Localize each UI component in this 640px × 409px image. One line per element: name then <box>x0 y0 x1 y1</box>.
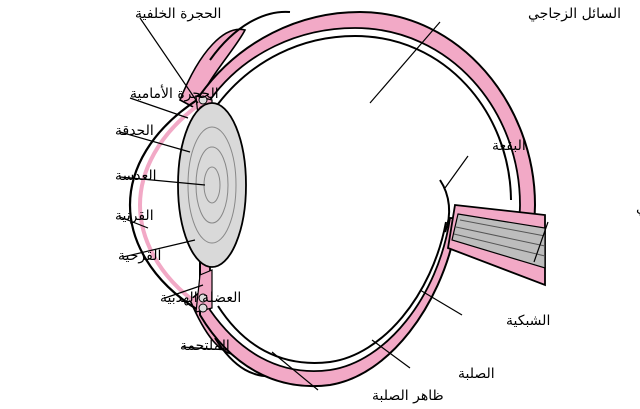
optic-nerve-leader <box>533 221 549 263</box>
optic-nerve-core <box>451 213 546 269</box>
conjunctiva-leader <box>181 346 229 351</box>
fovea-leader <box>444 155 469 189</box>
sclera-label: الصلبة <box>458 366 495 382</box>
retina-leader <box>419 289 463 316</box>
retina-line <box>217 34 512 364</box>
cornea <box>128 97 201 311</box>
cornea-leader <box>119 216 149 229</box>
optic-nerve <box>439 179 546 287</box>
lens-leader <box>119 176 206 186</box>
vitreous-label: السائل الزجاجي <box>528 6 621 22</box>
vitreous-leader <box>369 21 441 104</box>
episclera-leader <box>271 351 319 391</box>
optic-nerve-label: العصب البصري <box>636 200 640 216</box>
lens-label: العدسة <box>115 168 157 184</box>
lens <box>177 102 247 268</box>
conjunctiva-label: الملتحمة <box>180 338 230 354</box>
pupil-label: الحدقة <box>115 123 154 139</box>
eyeball <box>199 10 537 388</box>
iris-leader <box>122 239 196 258</box>
upper-eyelid-fold <box>209 10 291 61</box>
cornea-label: القرنية <box>115 208 154 224</box>
retina-label: الشبكية <box>506 313 550 329</box>
episclera-label: ظاهر الصلبة <box>372 388 444 404</box>
fovea-label: البقعة <box>492 138 526 154</box>
diagram-labels: الحجرة الخلفية السائل الزجاجي الحجرة الأما… <box>115 6 640 404</box>
posterior-chamber-label: الحجرة الخلفية <box>135 6 221 22</box>
anterior-chamber-label: الحجرة الأمامية <box>130 84 219 102</box>
ciliary-muscle-leader <box>164 284 204 299</box>
iris-label: القزحية <box>118 248 161 264</box>
pupil-leader <box>119 131 191 153</box>
cornea-inner <box>137 102 202 306</box>
posterior-chamber-leader <box>139 17 199 104</box>
leader-lines <box>119 17 549 391</box>
anterior-chamber-leader <box>129 97 189 119</box>
optic-disc <box>439 179 451 233</box>
ciliary-muscle-label: العضلة الهدبية <box>160 290 241 306</box>
sclera-leader <box>371 339 411 369</box>
